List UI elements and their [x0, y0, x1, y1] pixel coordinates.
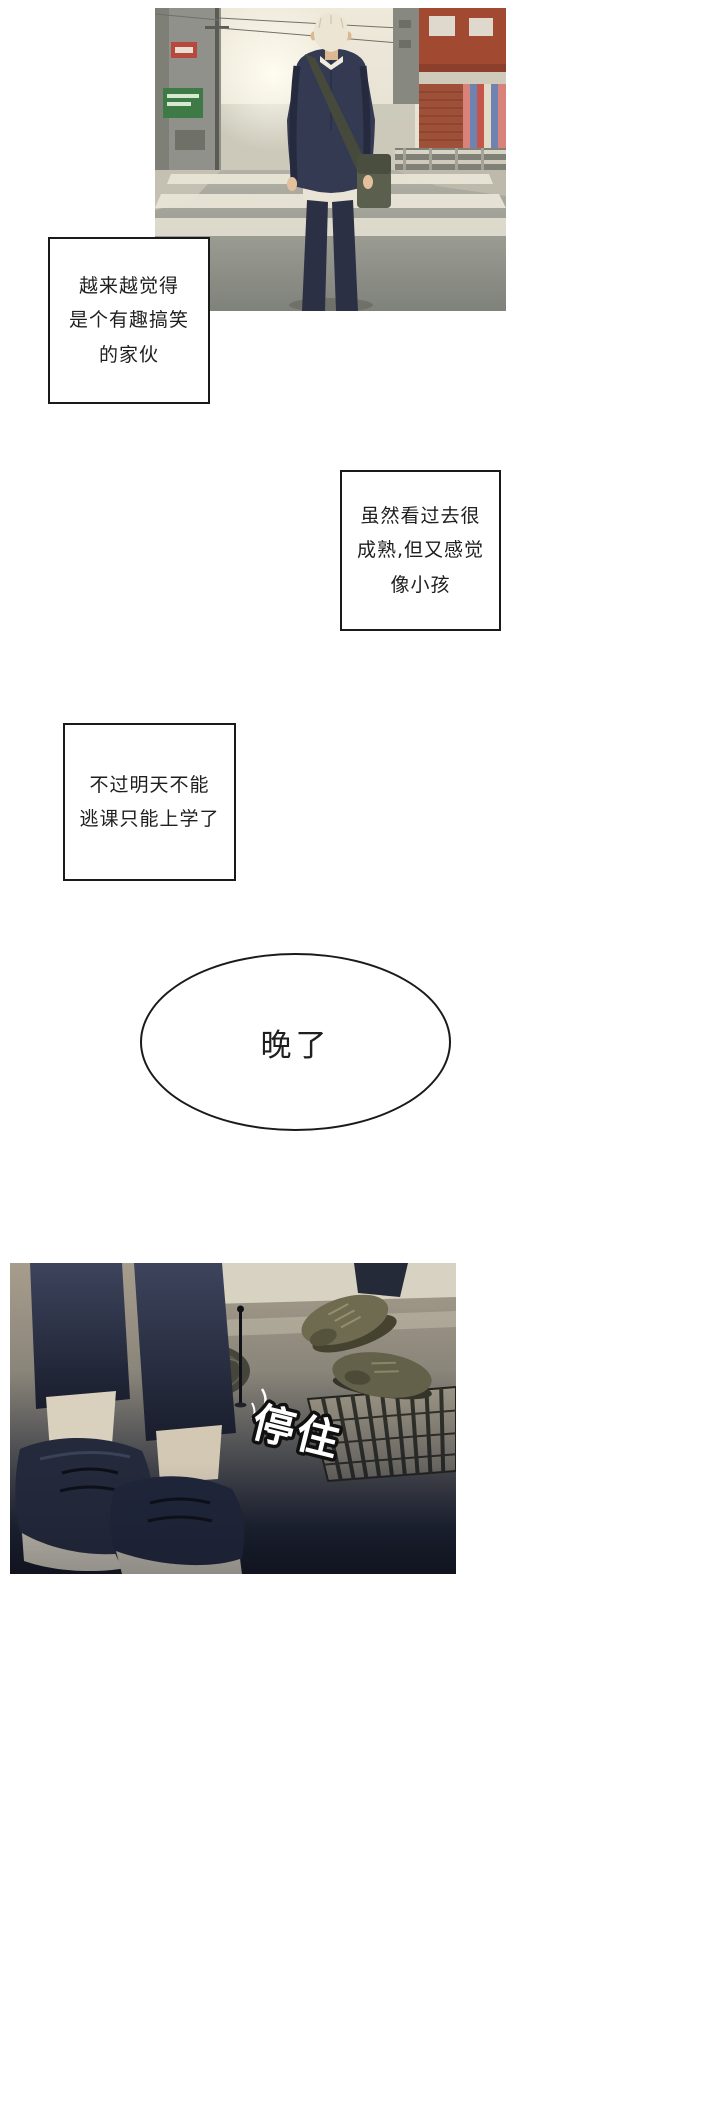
feet-scene-art: 停住 [10, 1263, 456, 1574]
head-hair [314, 13, 348, 52]
brick-wall [419, 84, 463, 148]
narration-line: 像小孩 [390, 573, 451, 596]
narration-line: 逃课只能上学了 [79, 808, 220, 830]
sock [46, 1391, 116, 1451]
window [469, 18, 493, 36]
striped-wall [463, 84, 506, 148]
window [175, 130, 205, 150]
narration-line: 越来越觉得 [78, 275, 179, 298]
viewer-legs [30, 1263, 236, 1483]
hand [363, 175, 373, 189]
speech-text: 晚了 [260, 1027, 331, 1064]
vignette [10, 1463, 456, 1574]
left-building [155, 8, 229, 180]
right-buildings [393, 8, 506, 170]
walking-man [287, 13, 391, 311]
pant-leg [354, 1263, 408, 1297]
marker-pole [234, 1305, 247, 1408]
trouser-leg [30, 1263, 130, 1409]
bag-strap [305, 54, 373, 180]
shirt-collar [320, 56, 343, 70]
narration-box-2: 虽然看过去很 成熟,但又感觉 像小孩 [340, 470, 501, 631]
road [155, 170, 506, 311]
guardrail-fence [395, 148, 506, 170]
leading-person-feet [301, 1263, 432, 1400]
olive-shoe-ground [332, 1352, 432, 1400]
street-scene-art [155, 8, 506, 311]
narration-line: 是个有趣搞笑 [68, 309, 189, 332]
legs [302, 200, 358, 311]
hand [287, 177, 297, 191]
narration-line: 成熟,但又感觉 [356, 539, 485, 562]
panel-street-scene [155, 8, 506, 311]
trouser-leg [134, 1263, 236, 1441]
narration-line: 不过明天不能 [89, 773, 210, 796]
drain-grate [306, 1385, 456, 1483]
narration-box-3: 不过明天不能 逃课只能上学了 [63, 723, 236, 881]
power-pole [215, 8, 219, 178]
motion-lines [251, 1388, 267, 1420]
narration-box-1: 越来越觉得 是个有趣搞笑 的家伙 [48, 237, 210, 404]
narration-line: 的家伙 [98, 343, 159, 366]
shoulder-bag [357, 154, 391, 208]
narration-line: 虽然看过去很 [360, 505, 481, 528]
window [429, 16, 455, 36]
panel-feet-scene: 停住 [10, 1263, 456, 1574]
speech-bubble-oval: 晚了 [140, 953, 451, 1131]
olive-shoe-lifted [301, 1294, 397, 1353]
